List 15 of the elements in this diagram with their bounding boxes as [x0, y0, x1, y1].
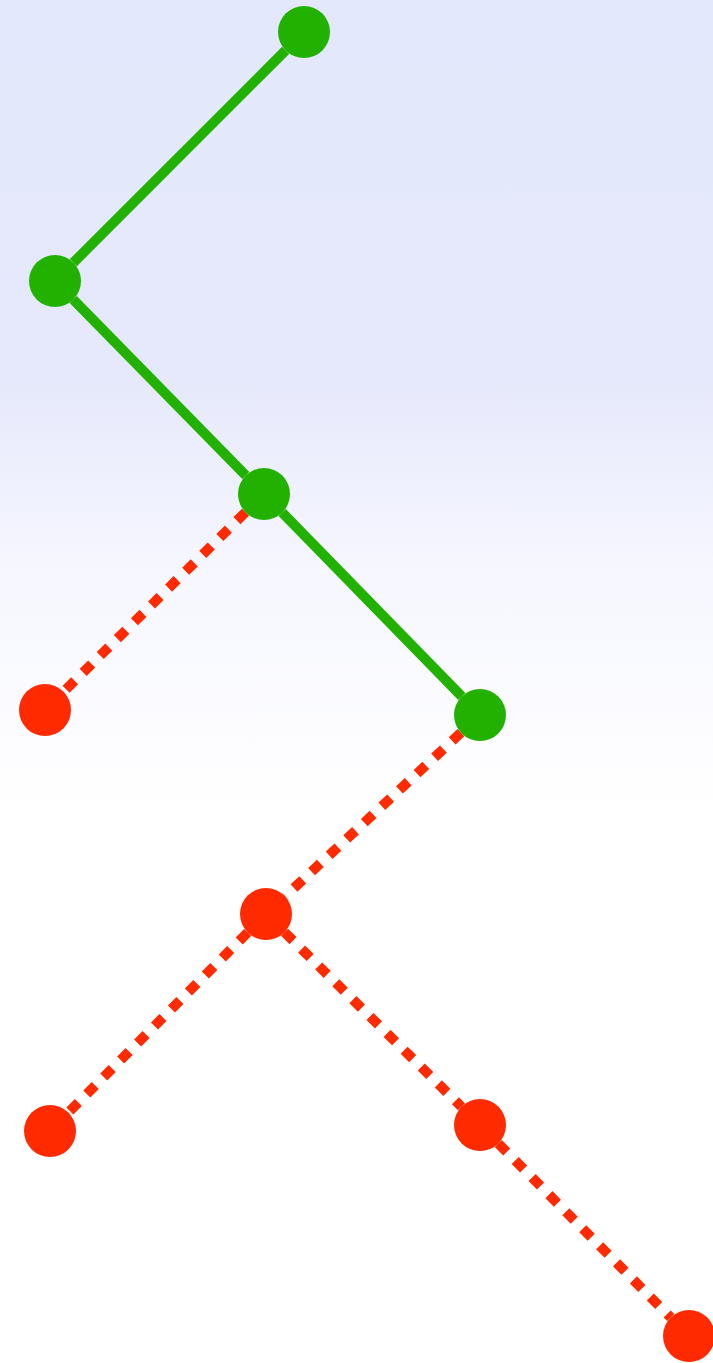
- circle-node: [454, 1099, 506, 1151]
- circle-node: [454, 689, 506, 741]
- dashed-connector: [64, 928, 252, 1117]
- connector-line: [278, 509, 466, 700]
- circle-node: [19, 684, 71, 736]
- circle-node: [238, 468, 290, 520]
- circle-node: [240, 888, 292, 940]
- dashed-connector: [281, 928, 465, 1111]
- connector-line: [69, 296, 250, 479]
- circle-node: [24, 1105, 76, 1157]
- connector-line: [69, 46, 290, 267]
- dashed-connector: [494, 1139, 675, 1322]
- circle-node: [29, 255, 81, 307]
- circle-node: [278, 6, 330, 58]
- dashed-connector: [60, 508, 249, 696]
